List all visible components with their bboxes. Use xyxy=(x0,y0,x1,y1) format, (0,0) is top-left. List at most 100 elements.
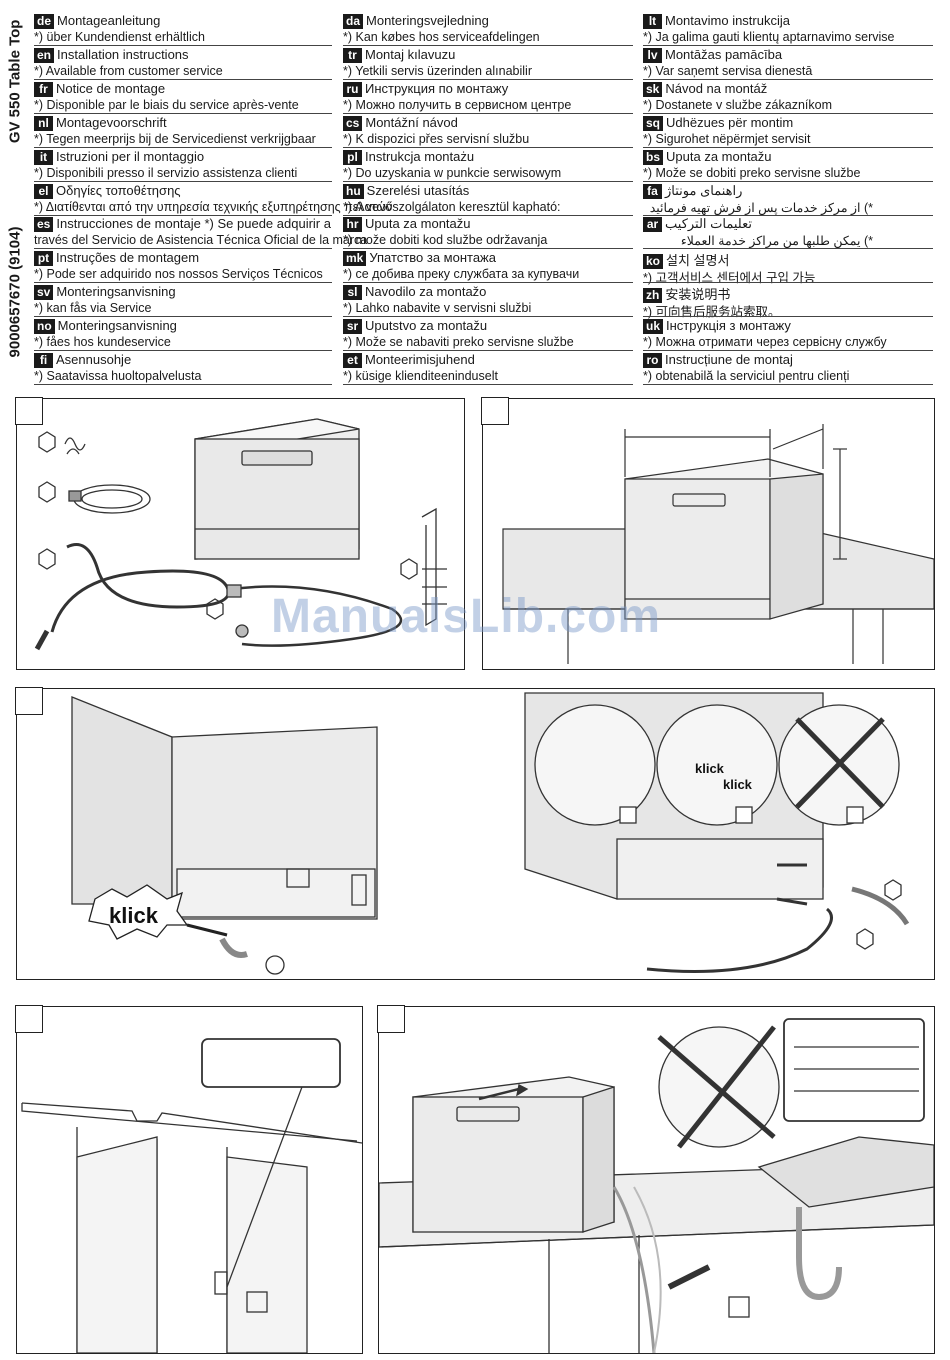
language-title-text: Montagevoorschrift xyxy=(56,114,167,130)
availability-note: *) Можна отримати через сервісну службу xyxy=(643,335,887,350)
figure-panel-4-bracket xyxy=(15,1005,363,1354)
language-title-text: Asennusohje xyxy=(56,352,132,367)
language-code-badge: el xyxy=(34,183,53,199)
availability-note: *) fåes hos kundeservice xyxy=(34,335,171,350)
divider xyxy=(643,350,933,352)
language-code-badge: es xyxy=(34,217,54,233)
divider xyxy=(343,112,633,114)
divider xyxy=(34,350,332,352)
language-code-badge: no xyxy=(34,319,55,335)
availability-note: *) Διατίθενται από την υπηρεσία τεχνικής… xyxy=(34,199,393,214)
availability-note: *) يمكن طلبها من مراكز خدمة العملاء xyxy=(680,234,873,249)
language-title-text: Інструкція з монтажу xyxy=(666,318,791,334)
language-code-badge: lv xyxy=(643,47,662,63)
step-number-box xyxy=(377,1005,405,1033)
language-code-badge: tr xyxy=(343,47,362,63)
language-code-badge: hr xyxy=(343,217,362,233)
availability-note: *) A vevőszolgálaton keresztül kapható: xyxy=(343,199,561,214)
language-title-text: Instruções de montagem xyxy=(56,250,200,266)
language-title-text: Montageanleitung xyxy=(57,13,161,28)
divider xyxy=(343,45,633,46)
divider xyxy=(343,180,633,182)
language-title-text: 설치 설명서 xyxy=(666,253,730,269)
availability-note: *) Do uzyskania w punkcie serwisowym xyxy=(343,165,562,180)
availability-note: *) Sigurohet nëpërmjet servisit xyxy=(643,131,811,146)
language-title-text: 安装说明书 xyxy=(665,287,731,303)
availability-note: *) Tegen meerprijs bij de Servicedienst … xyxy=(34,131,316,146)
language-code-badge: mk xyxy=(343,251,367,267)
availability-note: *) obtenabilă la serviciul pentru clienț… xyxy=(643,369,850,383)
figure-panel-1-parts xyxy=(15,397,465,670)
availability-note: *) Yetkili servis üzerinden alınabilir xyxy=(343,63,532,78)
divider xyxy=(643,384,933,385)
language-title-text: Notice de montage xyxy=(56,80,166,96)
availability-note: *) Kan købes hos serviceafdelingen xyxy=(343,30,540,44)
language-code-badge: ro xyxy=(643,353,662,368)
bracket-illustration xyxy=(21,1038,362,1353)
divider xyxy=(343,248,633,250)
divider xyxy=(34,282,332,284)
language-title-text: Instrucțiune de montaj xyxy=(665,352,793,367)
language-code-badge: sv xyxy=(34,285,54,301)
divider xyxy=(34,316,332,318)
language-code-badge: hu xyxy=(343,183,364,199)
language-title-text: Инструкция по монтажу xyxy=(365,80,509,96)
divider xyxy=(343,384,633,385)
language-title-text: Udhëzues për montim xyxy=(666,114,794,130)
language-code-badge: pt xyxy=(34,251,53,267)
language-code-badge: de xyxy=(34,14,55,29)
divider xyxy=(34,112,332,114)
language-title-text: Montážní návod xyxy=(365,114,458,130)
language-code-badge: zh xyxy=(643,288,663,304)
availability-note: *) Disponibili presso il servizio assist… xyxy=(34,165,298,180)
language-title-text: Monteringsanvisning xyxy=(57,318,177,334)
availability-note: *) K dispozici přes servisní službu xyxy=(343,131,530,146)
divider xyxy=(343,214,633,216)
availability-note: *) Dostanete v službe zákazníkom xyxy=(643,97,832,112)
language-title-text: Monteringsanvisning xyxy=(56,284,176,300)
language-code-badge: fr xyxy=(34,81,53,97)
language-code-badge: lt xyxy=(643,14,662,29)
language-title-text: Installation instructions xyxy=(57,46,189,62)
availability-note: *) Var saņemt servisa dienestā xyxy=(643,63,813,78)
step-number-box xyxy=(15,1005,43,1033)
figure-panel-5-final xyxy=(377,1005,935,1354)
availability-note: *) küsige klienditeeninduselt xyxy=(343,369,498,383)
language-title-text: Montavimo instrukcija xyxy=(665,13,790,28)
language-title-text: Montāžas pamācība xyxy=(665,46,783,62)
divider xyxy=(34,180,332,182)
divider xyxy=(343,146,633,148)
language-title-text: Instrucciones de montaje *) Se puede adq… xyxy=(56,216,331,232)
watermark-text: ManualsLib.com xyxy=(271,590,662,643)
